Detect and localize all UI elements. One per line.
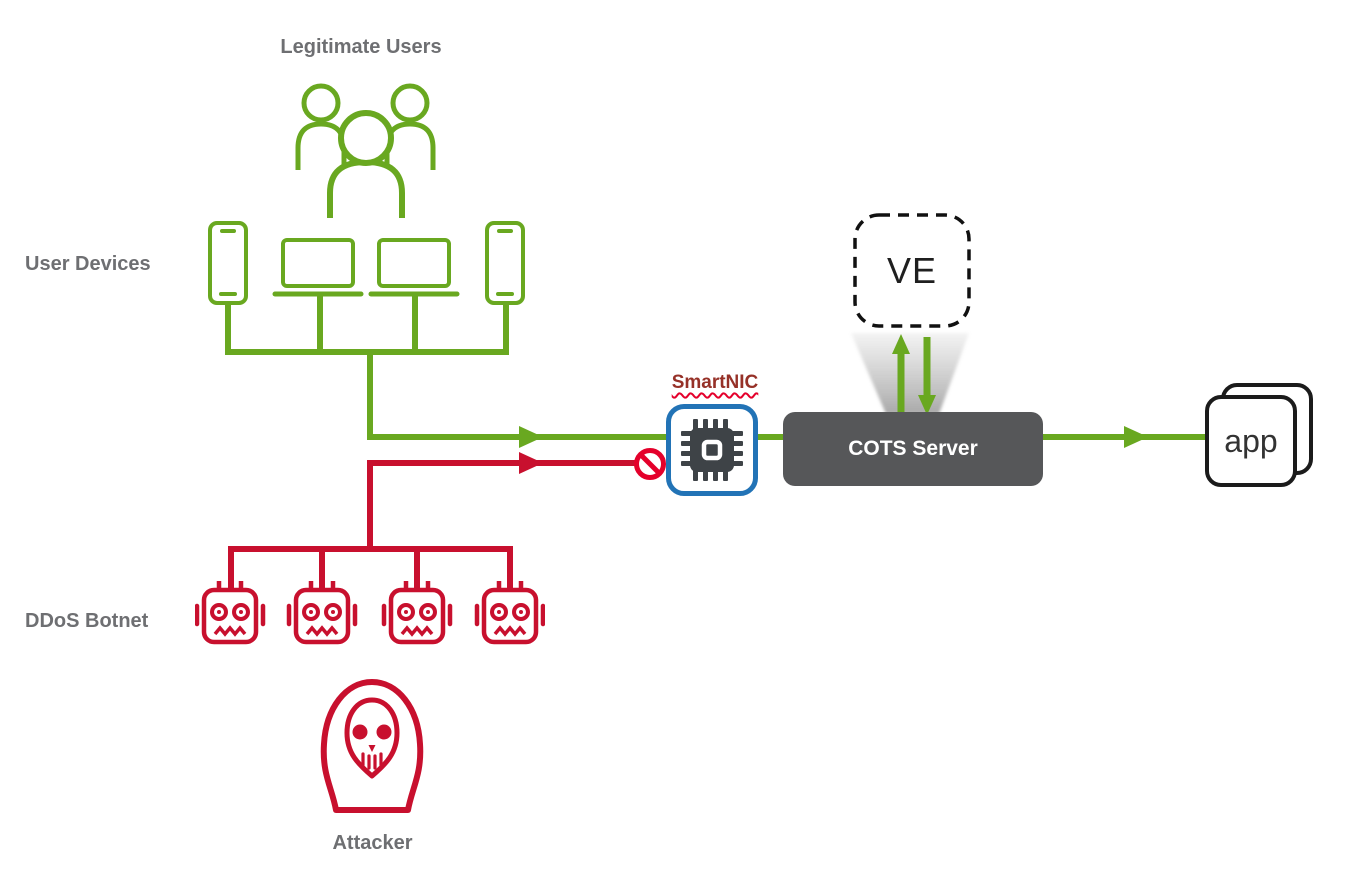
legitimate-users-icon bbox=[295, 83, 436, 218]
robot-icon bbox=[381, 581, 453, 645]
ve-arrows bbox=[897, 337, 931, 412]
smartnic-label: SmartNIC bbox=[671, 372, 759, 393]
robot-icon bbox=[474, 581, 545, 645]
red-arrowhead bbox=[519, 452, 543, 474]
down-arrowhead bbox=[918, 395, 936, 415]
app-card-front: app bbox=[1205, 395, 1297, 487]
green-arrowhead bbox=[519, 426, 543, 448]
robot-icon bbox=[286, 581, 358, 645]
blocked-icon bbox=[634, 448, 666, 480]
phone-icon bbox=[485, 221, 525, 305]
cots-server-box: COTS Server bbox=[783, 412, 1043, 486]
cots-server-label: COTS Server bbox=[848, 437, 978, 460]
up-arrowhead bbox=[892, 334, 910, 354]
ve-box: VE bbox=[853, 213, 971, 328]
attack-traffic-line bbox=[228, 460, 643, 588]
phone-icon bbox=[208, 221, 248, 305]
ddos-botnet-label: DDoS Botnet bbox=[25, 610, 149, 632]
legitimate-users-label: Legitimate Users bbox=[280, 36, 442, 58]
laptop-icon bbox=[272, 238, 364, 297]
app-label: app bbox=[1224, 422, 1278, 459]
attacker-icon bbox=[320, 679, 424, 813]
smartnic-box bbox=[666, 404, 758, 496]
robot-icon bbox=[195, 581, 266, 645]
user-devices-icons bbox=[208, 221, 525, 305]
traffic-funnel bbox=[851, 333, 969, 414]
attacker-label: Attacker bbox=[332, 832, 413, 854]
user-devices-label: User Devices bbox=[25, 253, 151, 275]
ve-dashed-border bbox=[853, 213, 971, 328]
laptop-icon bbox=[368, 238, 460, 297]
ddos-botnet-icons bbox=[195, 581, 545, 645]
chip-icon bbox=[681, 419, 743, 481]
ve-label: VE bbox=[886, 249, 938, 291]
app-icon: app bbox=[1205, 383, 1317, 491]
green-arrowhead bbox=[1124, 426, 1148, 448]
